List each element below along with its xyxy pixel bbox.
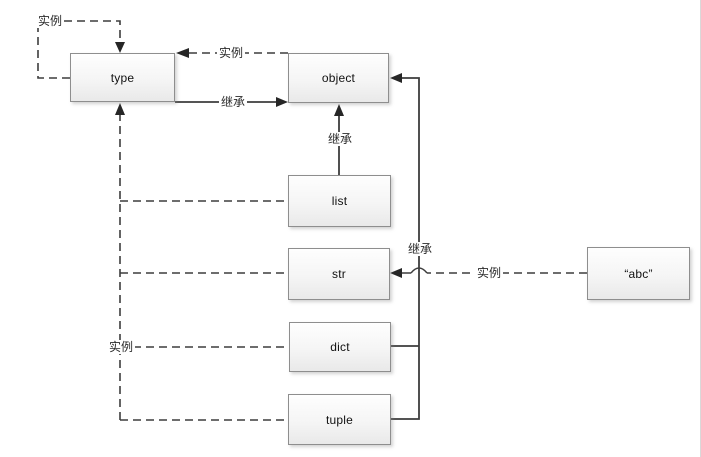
node-type: type — [70, 53, 175, 102]
node-list-label: list — [331, 194, 348, 208]
edge-label-type-to-object-inherit: 继承 — [218, 95, 248, 109]
edge-label-trunk-to-object-inherit: 继承 — [405, 242, 435, 256]
edge-label-type-self-instance: 实例 — [35, 14, 65, 28]
node-object-label: object — [321, 71, 356, 85]
node-abc-string: “abc” — [587, 247, 690, 300]
edge-label-object-to-type-instance: 实例 — [216, 46, 246, 60]
edge-abc-to-str-instance-arrowhead — [390, 268, 402, 278]
edge-label-list-to-object-inherit: 继承 — [325, 132, 355, 146]
edge-spine-to-type-instance-arrowhead — [115, 103, 125, 115]
node-tuple: tuple — [288, 394, 391, 445]
edge-spine-to-type-instance-line — [119, 115, 289, 421]
edge-label-spine-to-type-instance: 实例 — [106, 340, 136, 354]
edge-type-self-instance-arrowhead — [115, 42, 125, 53]
edge-abc-to-str-instance-hop — [402, 267, 428, 274]
edge-object-to-type-instance-arrowhead — [176, 48, 189, 58]
edge-type-to-object-inherit-arrowhead — [276, 97, 288, 107]
node-dict-label: dict — [330, 340, 350, 354]
edge-trunk-to-object-inherit-arrowhead — [390, 73, 402, 83]
edge-list-to-object-inherit-arrowhead — [334, 104, 344, 116]
node-tuple-label: tuple — [325, 412, 354, 427]
node-object: object — [288, 53, 389, 103]
node-list: list — [288, 175, 391, 227]
node-type-label: type — [110, 70, 135, 85]
edge-type-self-instance-line — [37, 20, 121, 79]
node-str: str — [288, 248, 390, 300]
node-dict: dict — [289, 322, 391, 372]
edge-label-abc-to-str-instance: 实例 — [474, 266, 504, 280]
node-abc-string-label: “abc” — [624, 266, 653, 281]
node-str-label: str — [332, 267, 346, 281]
